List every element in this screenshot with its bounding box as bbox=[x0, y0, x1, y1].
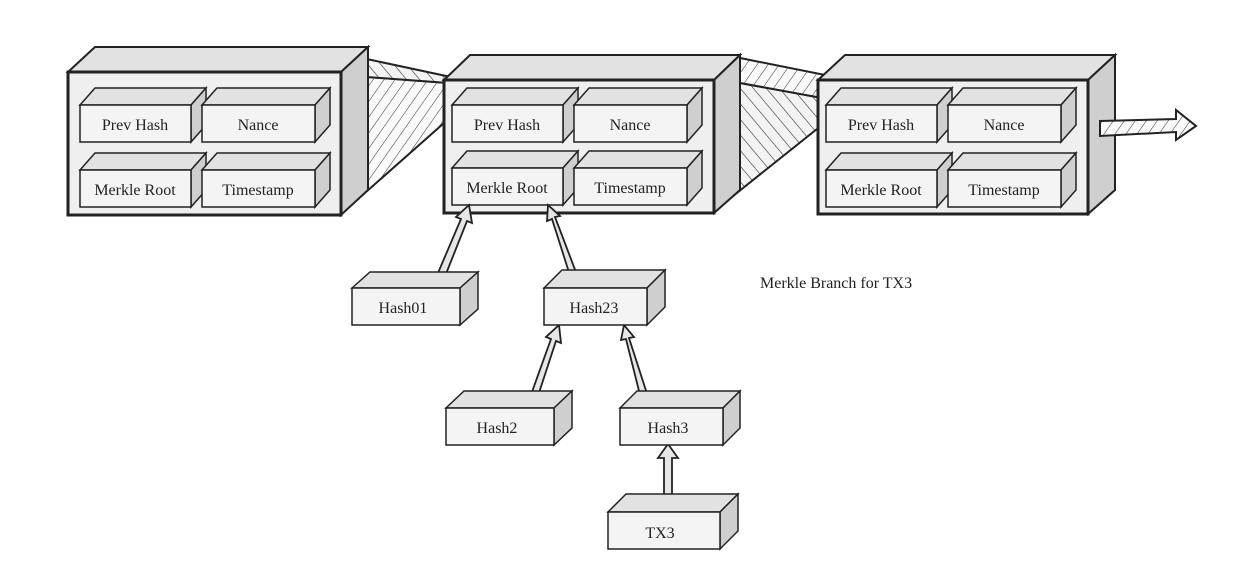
nonce-field: Nance bbox=[572, 86, 704, 144]
tx3-node: TX3 bbox=[606, 492, 740, 551]
prev-hash-field: Prev Hash bbox=[78, 86, 208, 144]
hash3-node: Hash3 bbox=[618, 389, 742, 447]
next-block-arrow-icon bbox=[1099, 107, 1198, 142]
prev-hash-field: Prev Hash bbox=[450, 86, 580, 144]
merkle-root-field: Merkle Root bbox=[824, 151, 954, 209]
hash2-node: Hash2 bbox=[444, 389, 574, 447]
block-2: Prev Hash Nance Merkle Root Timestamp bbox=[441, 52, 743, 216]
merkle-root-label: Merkle Root bbox=[840, 182, 922, 199]
hash23-label: Hash23 bbox=[570, 300, 619, 317]
block-1: Prev Hash Nance Merkle Root Timestamp bbox=[65, 44, 371, 218]
nonce-label: Nance bbox=[610, 117, 651, 134]
hash3-label: Hash3 bbox=[648, 420, 689, 437]
timestamp-label: Timestamp bbox=[594, 180, 665, 197]
nonce-field: Nance bbox=[946, 86, 1078, 144]
hash23-node: Hash23 bbox=[542, 268, 667, 327]
prev-hash-label: Prev Hash bbox=[848, 117, 914, 134]
merkle-root-label: Merkle Root bbox=[94, 182, 176, 199]
block-3: Prev Hash Nance Merkle Root Timestamp bbox=[815, 52, 1118, 217]
timestamp-field: Timestamp bbox=[946, 151, 1078, 209]
hash01-node: Hash01 bbox=[350, 270, 480, 327]
prev-hash-label: Prev Hash bbox=[102, 117, 168, 134]
nonce-label: Nance bbox=[238, 117, 279, 134]
prev-hash-label: Prev Hash bbox=[474, 117, 540, 134]
nonce-field: Nance bbox=[200, 86, 332, 144]
timestamp-label: Timestamp bbox=[968, 182, 1039, 199]
hash2-label: Hash2 bbox=[477, 420, 518, 437]
merkle-branch-caption: Merkle Branch for TX3 bbox=[760, 275, 912, 292]
merkle-root-label: Merkle Root bbox=[466, 180, 548, 197]
tx3-label: TX3 bbox=[645, 525, 674, 542]
prev-hash-field: Prev Hash bbox=[824, 86, 954, 144]
timestamp-field: Timestamp bbox=[572, 149, 704, 207]
merkle-root-field: Merkle Root bbox=[78, 151, 208, 209]
nonce-label: Nance bbox=[984, 117, 1025, 134]
timestamp-field: Timestamp bbox=[200, 151, 332, 209]
timestamp-label: Timestamp bbox=[222, 182, 293, 199]
merkle-root-field: Merkle Root bbox=[450, 149, 580, 207]
hash01-label: Hash01 bbox=[379, 300, 428, 317]
